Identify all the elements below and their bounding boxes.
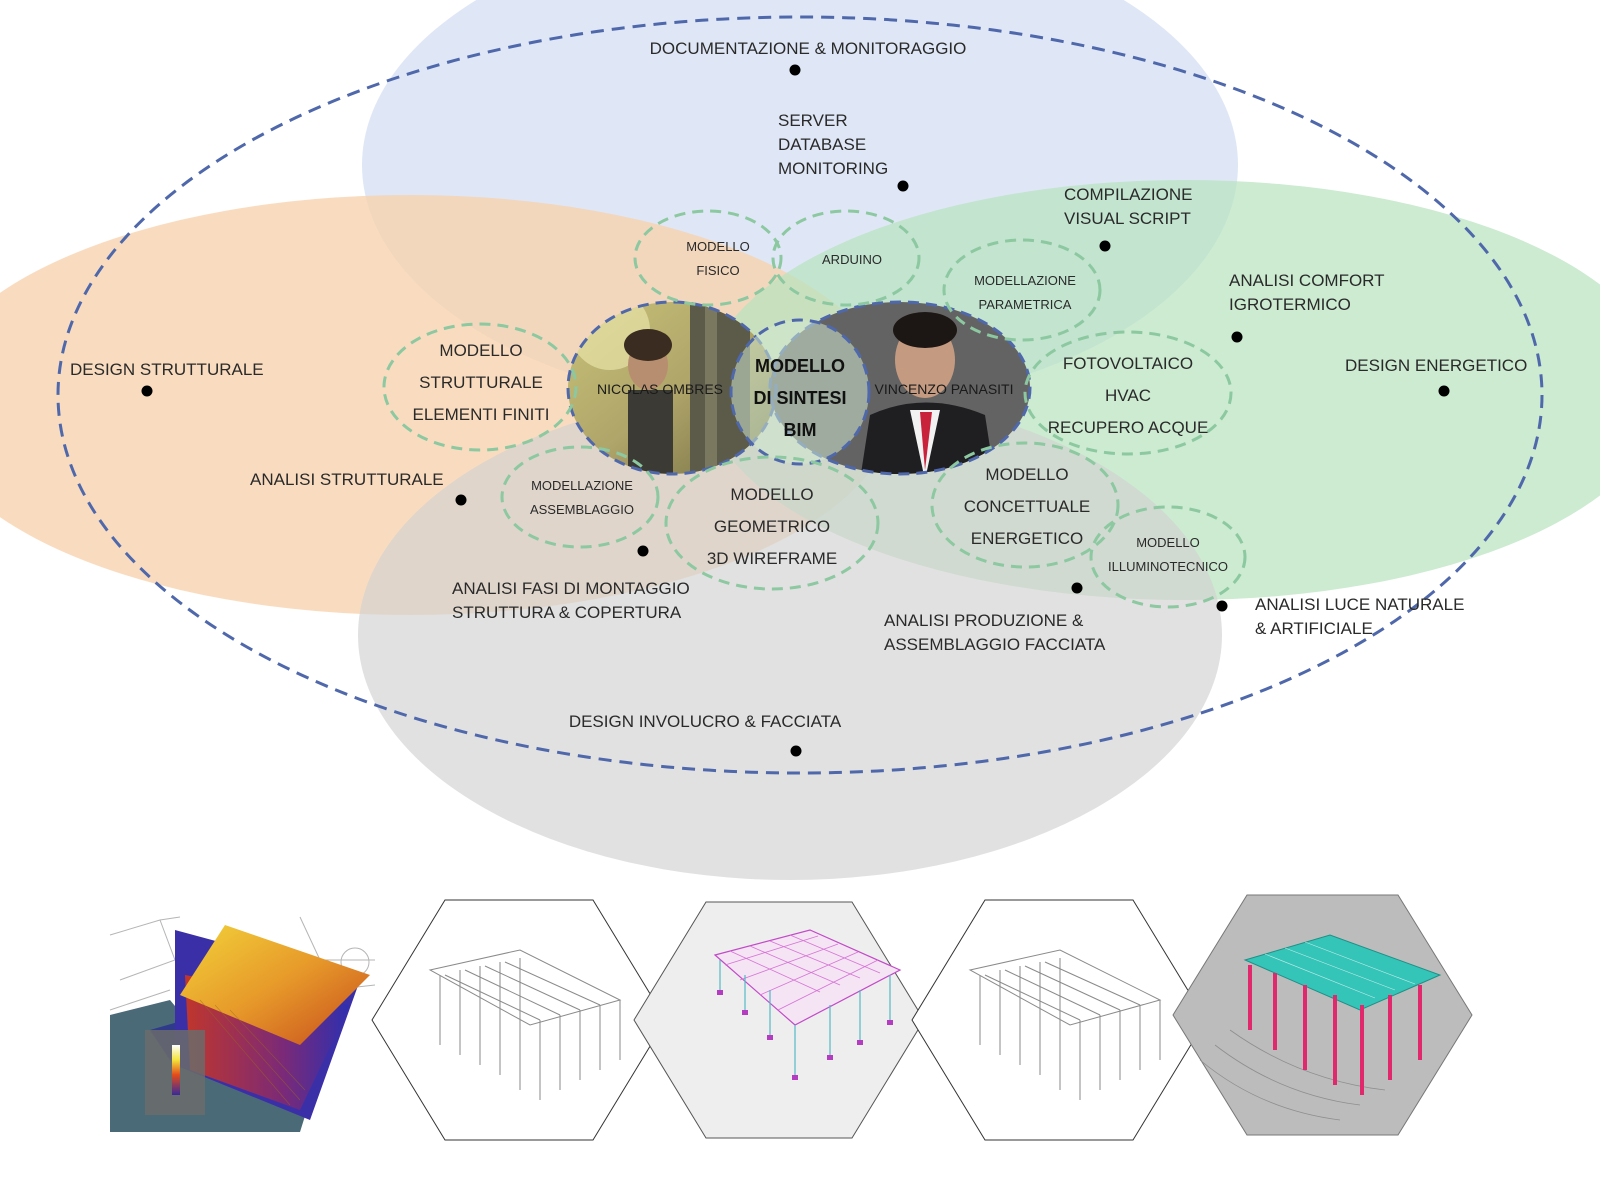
node-label-arduino: ARDUINO	[822, 252, 882, 267]
thumbnail-structural-model	[633, 901, 925, 1139]
dot-documentazione	[789, 64, 801, 76]
ring-core	[729, 318, 871, 466]
node-label-geometrico-2: GEOMETRICO	[714, 517, 830, 536]
dot-strutturale	[141, 385, 153, 397]
node-label-geometrico-3: 3D WIREFRAME	[707, 549, 837, 568]
person-right-name: VINCENZO PANASITI	[875, 381, 1014, 397]
node-label-fotovoltaico-1: FOTOVOLTAICO	[1063, 354, 1193, 373]
label-documentazione: DOCUMENTAZIONE & MONITORAGGIO	[650, 39, 967, 58]
thumbnail-rendered-model	[1172, 894, 1473, 1136]
label-compilazione-1: COMPILAZIONE	[1064, 185, 1192, 204]
dot-involucro	[790, 745, 802, 757]
label-compilazione-2: VISUAL SCRIPT	[1064, 209, 1191, 228]
node-label-illuminotecnico-1: MODELLO	[1136, 535, 1200, 550]
label-server-3: MONITORING	[778, 159, 888, 178]
label-comfort-1: ANALISI COMFORT	[1229, 271, 1385, 290]
thumbnail-solar-analysis	[109, 916, 376, 1132]
node-label-fotovoltaico-3: RECUPERO ACQUE	[1048, 418, 1209, 437]
dot-compilazione	[1099, 240, 1111, 252]
node-label-parametrica-1: MODELLAZIONE	[974, 273, 1076, 288]
dot-comfort	[1231, 331, 1243, 343]
node-label-concettuale-2: CONCETTUALE	[964, 497, 1091, 516]
core-label-1: MODELLO	[755, 356, 845, 376]
label-luce-2: & ARTIFICIALE	[1255, 619, 1373, 638]
dot-fasi-montaggio	[637, 545, 649, 557]
node-geometrico	[664, 455, 880, 591]
person-left-name: NICOLAS OMBRES	[597, 381, 723, 397]
dot-analisi-strutturale	[455, 494, 467, 506]
core-label-2: DI SINTESI	[753, 388, 846, 408]
dot-energetico	[1438, 385, 1450, 397]
thumbnail-wireframe-1	[371, 899, 667, 1141]
node-label-parametrica-2: PARAMETRICA	[979, 297, 1072, 312]
node-illuminotecnico	[1089, 505, 1247, 609]
node-label-concettuale-1: MODELLO	[985, 465, 1068, 484]
photo-left	[568, 302, 776, 474]
node-fotovoltaico	[1023, 330, 1233, 456]
outer-boundary	[56, 15, 1544, 775]
node-label-strutturale-3: ELEMENTI FINITI	[413, 405, 550, 424]
label-fasi-montaggio-2: STRUTTURA & COPERTURA	[452, 603, 682, 622]
label-design-energetico: DESIGN ENERGETICO	[1345, 356, 1527, 375]
node-label-strutturale-1: MODELLO	[439, 341, 522, 360]
core-label-3: BIM	[784, 420, 817, 440]
label-design-involucro: DESIGN INVOLUCRO & FACCIATA	[569, 712, 842, 731]
label-fasi-montaggio-1: ANALISI FASI DI MONTAGGIO	[452, 579, 690, 598]
node-assemblaggio	[500, 445, 660, 549]
node-concettuale	[930, 441, 1120, 569]
dot-luce	[1216, 600, 1228, 612]
node-modello-fisico	[633, 209, 783, 307]
node-parametrica	[942, 238, 1102, 342]
node-label-concettuale-3: ENERGETICO	[971, 529, 1083, 548]
dot-server	[897, 180, 909, 192]
node-label-geometrico-1: MODELLO	[730, 485, 813, 504]
node-label-illuminotecnico-2: ILLUMINOTECNICO	[1108, 559, 1228, 574]
node-label-fisico-2: FISICO	[696, 263, 739, 278]
node-label-fotovoltaico-2: HVAC	[1105, 386, 1151, 405]
node-label-strutturale-2: STRUTTURALE	[419, 373, 543, 392]
node-label-assemblaggio-1: MODELLAZIONE	[531, 478, 633, 493]
thumbnail-wireframe-2	[911, 899, 1207, 1141]
dot-produzione	[1071, 582, 1083, 594]
node-arduino	[771, 209, 921, 307]
label-produzione-1: ANALISI PRODUZIONE &	[884, 611, 1084, 630]
node-strutturale	[382, 322, 578, 452]
label-produzione-2: ASSEMBLAGGIO FACCIATA	[884, 635, 1106, 654]
label-server-1: SERVER	[778, 111, 848, 130]
label-comfort-2: IGROTERMICO	[1229, 295, 1351, 314]
label-analisi-strutturale: ANALISI STRUTTURALE	[250, 470, 444, 489]
label-design-strutturale: DESIGN STRUTTURALE	[70, 360, 264, 379]
label-server-2: DATABASE	[778, 135, 866, 154]
node-label-assemblaggio-2: ASSEMBLAGGIO	[530, 502, 634, 517]
node-label-fisico-1: MODELLO	[686, 239, 750, 254]
label-luce-1: ANALISI LUCE NATURALE	[1255, 595, 1464, 614]
